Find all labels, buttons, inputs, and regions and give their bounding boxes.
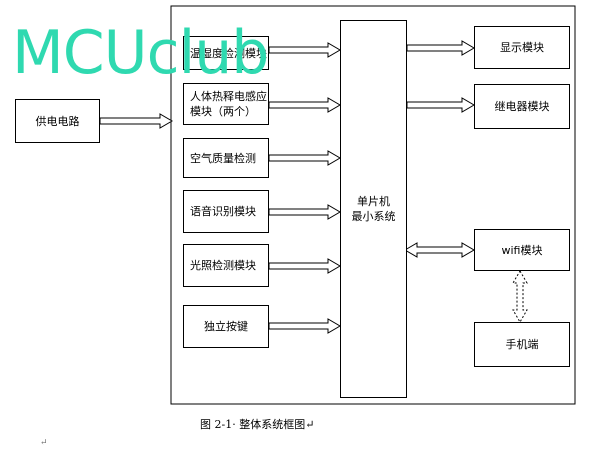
relay-module-label: 继电器模块 [494, 100, 550, 113]
light-detection-module-label: 光照检测模块 [190, 259, 256, 272]
arrow-light-to-mcu [268, 258, 341, 274]
voice-recognition-module-label: 语音识别模块 [190, 205, 256, 218]
phone-client-box: 手机端 [474, 322, 570, 367]
pir-sensor-module-box: 人体热释电感应 模块（两个） [183, 83, 269, 125]
mcuclub-watermark: MCUclub [12, 18, 269, 88]
arrow-voice-to-mcu [268, 204, 341, 220]
power-supply-circuit-label: 供电电路 [35, 114, 80, 128]
light-detection-module-box: 光照检测模块 [183, 244, 269, 287]
mcu-minimum-system-box: 单片机 最小系统 [340, 20, 407, 398]
arrow-power-to-system [99, 113, 173, 129]
arrow-button-to-mcu [268, 318, 341, 334]
wifi-module-label: wifi模块 [501, 243, 543, 257]
paragraph-mark: ↵ [40, 438, 48, 448]
independent-button-box: 独立按键 [183, 305, 269, 348]
mcu-label-line2: 最小系统 [351, 210, 396, 223]
mcu-label-line1: 单片机 [357, 195, 390, 208]
relay-module-box: 继电器模块 [474, 84, 570, 129]
air-quality-module-box: 空气质量检测 [183, 138, 269, 178]
arrow-pir-to-mcu [268, 97, 341, 113]
figure-caption: 图 2-1· 整体系统框图↵ [200, 418, 315, 431]
temp-humidity-module-box: 温湿度检测模块 [183, 36, 269, 70]
pir-sensor-label-line1: 人体热释电感应 [190, 90, 267, 103]
arrow-wifi-phone-wireless [512, 270, 528, 323]
independent-button-label: 独立按键 [204, 320, 248, 333]
display-module-label: 显示模块 [500, 41, 544, 54]
pir-sensor-label-line2: 模块（两个） [190, 105, 256, 118]
wifi-module-box: wifi模块 [474, 229, 570, 271]
air-quality-module-label: 空气质量检测 [190, 151, 256, 165]
arrow-mcu-wifi-bidirectional [404, 242, 475, 258]
display-module-box: 显示模块 [474, 26, 570, 69]
outer-frame [170, 5, 576, 405]
voice-recognition-module-box: 语音识别模块 [183, 190, 269, 233]
temp-humidity-module-label: 温湿度检测模块 [190, 46, 267, 60]
power-supply-circuit-box: 供电电路 [15, 99, 100, 143]
arrow-mcu-to-relay [406, 97, 475, 113]
phone-client-label: 手机端 [505, 338, 539, 351]
arrow-temp-humidity-to-mcu [268, 42, 341, 58]
arrow-mcu-to-display [406, 40, 475, 56]
arrow-air-quality-to-mcu [268, 150, 341, 166]
